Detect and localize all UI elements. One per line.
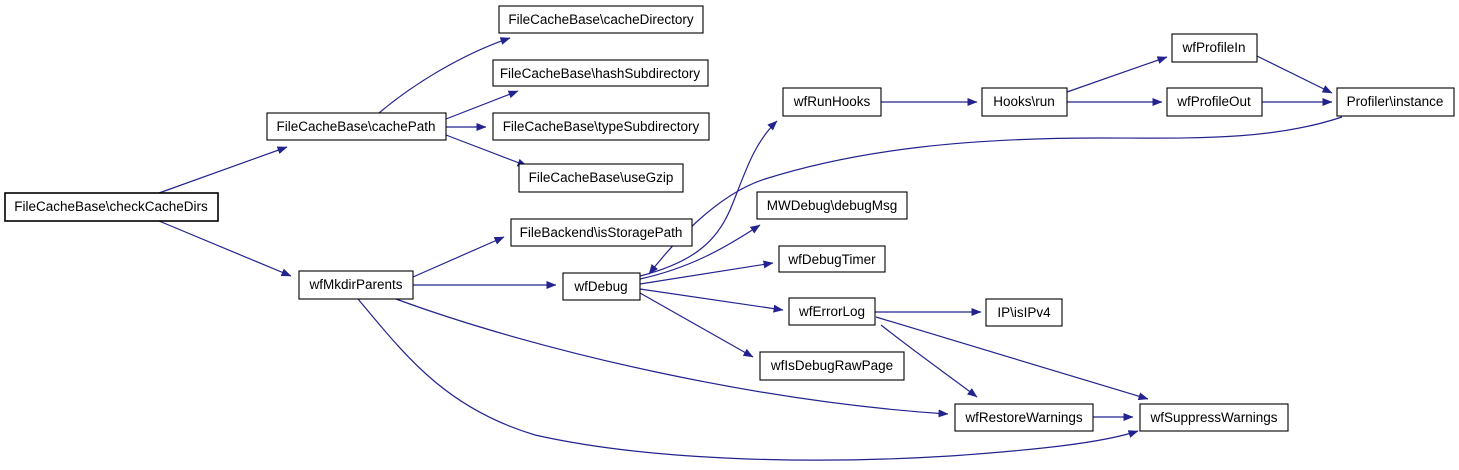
node-label: wfSuppressWarnings — [1149, 410, 1277, 425]
node-label: wfErrorLog — [798, 304, 865, 319]
node-wfErrorLog[interactable]: wfErrorLog — [788, 297, 876, 326]
node-wfMkdirParents[interactable]: wfMkdirParents — [298, 270, 414, 300]
edge-wfProfileIn-ProfilerInstance — [1256, 55, 1333, 94]
node-checkCacheDirs[interactable]: FileCacheBase\checkCacheDirs — [4, 192, 219, 222]
node-wfProfileIn[interactable]: wfProfileIn — [1171, 33, 1258, 63]
node-label: FileCacheBase\checkCacheDirs — [14, 199, 208, 214]
edge-wfMkdirParents-wfSuppressWarnings — [357, 298, 1139, 461]
node-label: Profiler\instance — [1347, 94, 1444, 109]
node-label: MWDebug\debugMsg — [767, 198, 898, 213]
edge-cachePath-cacheDirectory — [378, 37, 511, 114]
node-label: wfRestoreWarnings — [964, 410, 1083, 425]
edge-cachePath-useGzip — [445, 134, 528, 167]
node-typeSubdirectory[interactable]: FileCacheBase\typeSubdirectory — [492, 112, 710, 141]
node-hashSubdirectory[interactable]: FileCacheBase\hashSubdirectory — [492, 59, 709, 87]
node-wfIsDebugRawPage[interactable]: wfIsDebugRawPage — [759, 351, 905, 381]
node-wfRestoreWarnings[interactable]: wfRestoreWarnings — [954, 403, 1094, 432]
node-label: FileCacheBase\cachePath — [276, 119, 435, 134]
node-HooksRun[interactable]: Hooks\run — [981, 87, 1068, 117]
edge-wfDebug-wfDebugTimer — [639, 260, 774, 285]
edge-wfDebug-debugMsg — [639, 224, 761, 280]
edge-wfDebug-wfErrorLog — [639, 288, 784, 313]
node-cachePath[interactable]: FileCacheBase\cachePath — [266, 112, 447, 141]
node-label: FileCacheBase\typeSubdirectory — [503, 119, 700, 134]
node-isIPv4[interactable]: IP\isIPv4 — [985, 298, 1063, 327]
node-label: FileCacheBase\cacheDirectory — [508, 12, 694, 27]
node-label: wfDebug — [573, 279, 627, 294]
edge-wfDebug-wfRunHooks — [639, 120, 778, 277]
edge-cachePath-hashSubdirectory — [445, 90, 519, 120]
edge-HooksRun-wfProfileIn — [1066, 56, 1168, 93]
node-label: wfMkdirParents — [308, 277, 402, 292]
node-wfDebug[interactable]: wfDebug — [562, 272, 641, 301]
edge-wfErrorLog-wfRestoreWarnings — [880, 324, 978, 398]
node-wfSuppressWarnings[interactable]: wfSuppressWarnings — [1139, 403, 1289, 432]
node-label: wfProfileOut — [1176, 94, 1251, 109]
node-ProfilerInstance[interactable]: Profiler\instance — [1336, 87, 1455, 117]
edge-checkCacheDirs-cachePath — [158, 146, 288, 194]
edge-wfMkdirParents-wfRestoreWarnings — [395, 298, 949, 418]
node-cacheDirectory[interactable]: FileCacheBase\cacheDirectory — [498, 5, 704, 34]
edge-wfErrorLog-wfSuppressWarnings — [875, 316, 1149, 401]
edge-checkCacheDirs-wfMkdirParents — [158, 220, 292, 277]
node-label: wfRunHooks — [793, 94, 871, 109]
node-wfRunHooks[interactable]: wfRunHooks — [782, 87, 882, 117]
node-wfDebugTimer[interactable]: wfDebugTimer — [778, 245, 886, 273]
node-label: FileBackend\isStoragePath — [520, 225, 683, 240]
node-label: Hooks\run — [993, 94, 1055, 109]
edge-wfDebug-wfIsDebugRawPage — [639, 292, 754, 358]
node-wfProfileOut[interactable]: wfProfileOut — [1166, 87, 1263, 117]
node-label: IP\isIPv4 — [997, 305, 1051, 320]
node-label: wfDebugTimer — [787, 252, 876, 267]
node-useGzip[interactable]: FileCacheBase\useGzip — [518, 163, 684, 193]
node-isStoragePath[interactable]: FileBackend\isStoragePath — [510, 218, 693, 247]
node-label: FileCacheBase\hashSubdirectory — [500, 66, 701, 81]
node-label: wfIsDebugRawPage — [770, 358, 893, 373]
edge-wfMkdirParents-isStoragePath — [412, 236, 505, 278]
node-debugMsg[interactable]: MWDebug\debugMsg — [756, 191, 908, 220]
node-label: wfProfileIn — [1181, 40, 1245, 55]
edge-ProfilerInstance-wfDebug — [648, 116, 1343, 275]
node-label: FileCacheBase\useGzip — [529, 170, 674, 185]
